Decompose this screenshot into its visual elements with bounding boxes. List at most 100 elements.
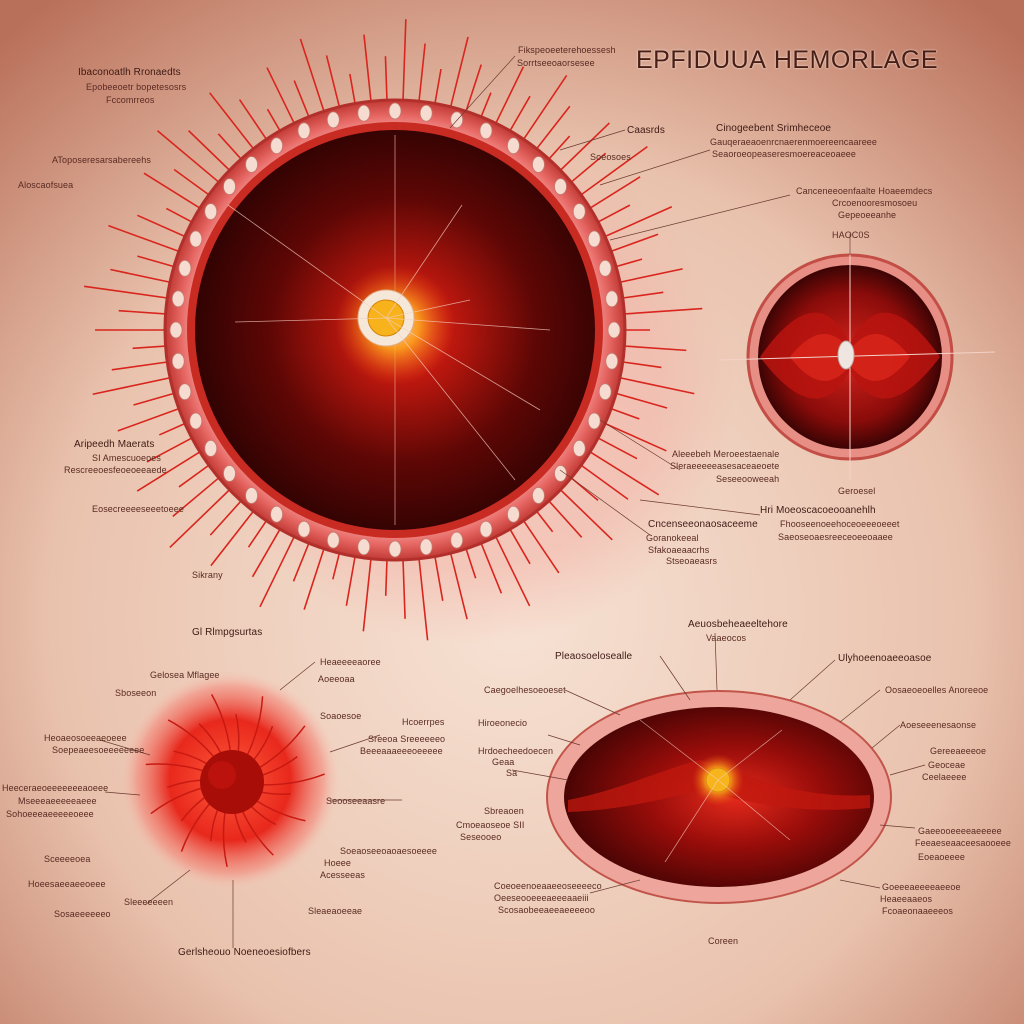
cell [171, 290, 185, 308]
label-t47: Feeaeseaaceesaooeee [915, 838, 1011, 848]
spike [464, 64, 482, 114]
spike [617, 376, 695, 395]
cell [554, 178, 567, 195]
spike [602, 206, 673, 238]
spike [569, 152, 607, 185]
cell [357, 538, 371, 556]
label-t26: Seseeooweeah [716, 474, 780, 484]
spike [325, 55, 341, 109]
label-t36: Ulyhoeenoaeeoasoe [838, 653, 932, 664]
spike [292, 541, 311, 582]
cell [507, 137, 520, 155]
cell [189, 230, 203, 248]
cell [270, 137, 283, 155]
label-t18: Rescreeoesfeoeoeeaede [64, 465, 167, 475]
label-t70: Mseeeaeeeeeaeee [18, 796, 97, 806]
cell [572, 440, 586, 457]
label-t24: Sleraeeeeeasesaceaeoete [670, 461, 780, 471]
cell [388, 102, 402, 120]
cell [245, 487, 258, 504]
spike [137, 255, 177, 268]
spike [157, 130, 221, 185]
spike [384, 557, 388, 596]
spike [587, 176, 641, 210]
cell [388, 540, 402, 558]
label-t54: Goeeeaeeeeaeeoe [882, 882, 961, 892]
spike [433, 68, 442, 106]
spike [210, 509, 256, 567]
label-t17: SI Amescuoeoes [92, 453, 161, 463]
label-t32: Gl Rlmpgsurtas [192, 627, 263, 638]
label-t76: Sosaeeeeeeo [54, 909, 111, 919]
label-t05: Aloscaofsuea [18, 180, 74, 190]
spike [165, 207, 195, 224]
label-t81: Gaeeooeeeeaeeeee [918, 826, 1002, 836]
cell [479, 520, 493, 538]
label-t43: Sa [506, 768, 518, 778]
spike [595, 436, 638, 460]
label-t16: Aripeedh Maerats [74, 439, 155, 450]
label-t51: Oeeseooeeeaeeeaaeiii [494, 893, 589, 903]
label-t65: Beeeaaaeeeoeeeee [360, 746, 443, 756]
spike [534, 509, 554, 533]
hemorrhage-blob [120, 670, 340, 890]
spike [622, 307, 703, 315]
spike [613, 258, 643, 268]
label-t78: Gereeaeeeoe [930, 746, 987, 756]
label-t46: Fcoaeonaaeeeos [882, 906, 953, 916]
spike [613, 392, 668, 409]
label-t13: Crcoenooresmosoeu [832, 198, 918, 208]
spike [111, 360, 170, 371]
label-t23: Aleeebeh Meroeestaenale [672, 449, 780, 459]
label-t38: Oosaeoeoelles Anoreeoe [885, 685, 989, 695]
label-t27: Hri Moeoscacoeooanehlh [760, 505, 876, 516]
label-t21: Stseoaeasrs [666, 556, 718, 566]
spike [349, 73, 357, 106]
cell [587, 412, 601, 430]
cell [598, 383, 612, 401]
label-t58: Gelosea Mflagee [150, 670, 220, 680]
cell [572, 203, 586, 220]
cell [178, 259, 192, 277]
spike [494, 534, 531, 607]
cell [169, 321, 183, 339]
label-t19: Goranokeeal [646, 533, 699, 543]
spike [595, 204, 631, 224]
inner-leader-lines [227, 204, 551, 481]
label-t44: Aoeeoaa [318, 674, 355, 684]
cell [270, 505, 283, 523]
spike [110, 268, 173, 284]
label-t10: Gauqeraeaoenrcnaerenmoereencaareee [710, 137, 878, 147]
label-t42: Geaa [492, 757, 515, 767]
label-t02: Epobeeoetr bopetesosrs [86, 82, 187, 92]
label-t75: Sleeeeeeen [124, 897, 174, 907]
cell [605, 290, 619, 308]
label-t71: Sohoeeeaeeeeeoeee [6, 809, 94, 819]
cell [605, 352, 619, 370]
label-t79: Geoceae [928, 760, 966, 770]
page-title: EPFIDUUA HEMORLAGE [636, 46, 939, 74]
cell [357, 104, 371, 122]
label-t14: Soeosoes [590, 152, 631, 162]
spike [558, 487, 613, 541]
label-t33: Aeuosbeheaeeltehore [688, 619, 788, 630]
label-t49: Cmoeaoseoe SII [456, 820, 525, 830]
label-t11: Seaoroeopeaseresmoereaceoaeee [712, 149, 857, 159]
spike [117, 407, 182, 432]
spike [118, 309, 168, 315]
label-t80: Ceelaeeee [922, 772, 967, 782]
label-t64: Sreeoa Sreeeeeeo [368, 734, 446, 744]
label-t01: Ibaconoatlh Rronaedts [78, 67, 181, 78]
label-t04: AToposeresarsabereehs [52, 155, 151, 165]
spike [209, 498, 244, 536]
label-t40: Aoeseeenesaonse [900, 720, 977, 730]
label-t82: Seseooeo [460, 832, 502, 842]
label-t61: Soaoesoe [320, 711, 362, 721]
spike [299, 38, 326, 114]
spike [133, 392, 177, 406]
spike [402, 19, 407, 103]
spike [479, 541, 503, 594]
cell-dots [169, 102, 621, 558]
label-t35: Pleaosoelosealle [555, 651, 633, 662]
spike [172, 475, 221, 518]
